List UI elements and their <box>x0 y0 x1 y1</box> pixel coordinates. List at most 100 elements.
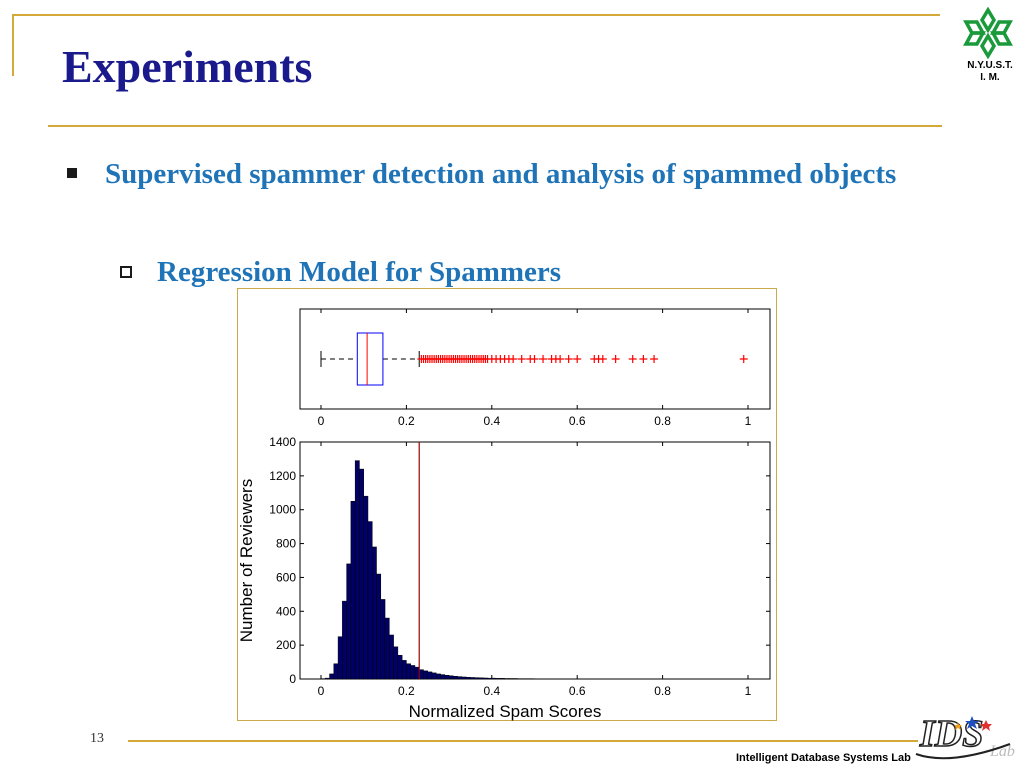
histogram-bar <box>325 677 330 680</box>
histogram-bar <box>504 678 510 680</box>
histogram-bar <box>363 495 369 680</box>
university-logo-text: N.Y.U.S.T. I. M. <box>952 60 1024 84</box>
boxplot-outlier-marker <box>556 355 565 363</box>
histogram-bar <box>354 460 360 680</box>
histogram-bar <box>427 671 433 680</box>
histogram-bar <box>410 665 416 680</box>
histogram-bar <box>444 675 450 680</box>
boxplot-outlier-marker <box>611 355 620 363</box>
histogram-x-tick-label: 0 <box>318 684 325 698</box>
histogram-bar <box>397 655 403 680</box>
boxplot-x-tick-label: 0.2 <box>398 414 415 428</box>
histogram-bar <box>448 675 454 680</box>
boxplot-outlier-marker <box>573 355 582 363</box>
histogram-bar <box>371 546 377 680</box>
histogram-bar <box>389 634 394 680</box>
histogram-bar <box>436 673 441 680</box>
histogram-bar <box>508 678 514 680</box>
university-logo-icon <box>963 6 1013 60</box>
histogram-bar <box>414 666 420 680</box>
logo-text-line1: N.Y.U.S.T. <box>967 60 1013 71</box>
boxplot-outlier-marker <box>564 355 573 363</box>
histogram-y-tick-label: 0 <box>289 672 296 686</box>
boxplot-box <box>356 332 384 386</box>
ids-logo-sub: Lab <box>989 743 1015 760</box>
histogram-bar <box>393 646 399 680</box>
boxplot-outlier-marker <box>739 355 748 363</box>
histogram-y-tick-label: 600 <box>276 570 296 584</box>
histogram-y-tick-label: 800 <box>276 537 296 551</box>
page-number: 13 <box>90 731 104 746</box>
top-rule <box>12 14 940 16</box>
ids-lab-logo-icon: IDS Lab <box>915 712 1015 760</box>
histogram-bar <box>465 677 471 680</box>
histogram-y-axis-label: Number of Reviewers <box>238 479 256 642</box>
histogram-bar <box>500 678 505 680</box>
page-title: Experiments <box>62 41 313 92</box>
boxplot-axes-frame <box>299 308 771 410</box>
boxplot-outlier-marker <box>530 355 539 363</box>
histogram-bar <box>384 617 390 680</box>
bullet-level1: Supervised spammer detection and analysi… <box>105 158 897 190</box>
boxplot-outlier-marker <box>539 355 548 363</box>
histogram-bar <box>418 669 424 680</box>
histogram-y-tick-label: 200 <box>276 638 296 652</box>
histogram-bar <box>346 563 352 680</box>
boxplot-x-tick-label: 0.8 <box>654 414 671 428</box>
histogram-bar <box>478 677 484 680</box>
histogram-bar <box>333 663 339 680</box>
histogram-x-tick-label: 0.6 <box>569 684 586 698</box>
histogram-bar <box>401 660 407 680</box>
histogram-bar <box>431 672 437 680</box>
histogram-bar <box>367 521 373 680</box>
histogram-bar <box>380 599 386 680</box>
histogram-bar <box>470 677 475 680</box>
histogram-bar <box>423 670 428 680</box>
boxplot-x-tick-label: 0 <box>318 414 325 428</box>
boxplot-outlier-marker <box>628 355 637 363</box>
histogram-y-tick-label: 1000 <box>269 503 296 517</box>
histogram-x-tick-label: 0.8 <box>654 684 671 698</box>
bullet-level2: Regression Model for Spammers <box>157 256 562 288</box>
histogram-bar <box>329 673 335 680</box>
boxplot-x-tick-label: 0.6 <box>569 414 586 428</box>
histogram-bar <box>440 674 446 680</box>
bullet-square-icon <box>67 168 77 178</box>
histogram-bar <box>337 636 343 680</box>
logo-text-line2: I. M. <box>980 72 1000 83</box>
boxplot-outlier-marker <box>650 355 659 363</box>
histogram-bar <box>491 677 497 680</box>
histogram-bar <box>487 677 493 680</box>
histogram-y-tick-label: 400 <box>276 604 296 618</box>
histogram-bar <box>474 677 480 680</box>
boxplot-x-tick-label: 0.4 <box>483 414 500 428</box>
chart-canvas: 0 0.2 0.4 0.6 0.8 1 0 200 400 600 800 1000 1200 1400 0… <box>238 308 771 721</box>
boxplot-outlier-marker <box>639 355 648 363</box>
histogram-x-tick-label: 0.4 <box>483 684 500 698</box>
histogram-bar <box>461 676 467 680</box>
histogram-bar <box>453 676 458 680</box>
histogram-y-tick-label: 1200 <box>269 469 296 483</box>
histogram-bar <box>483 677 488 680</box>
boxplot-outlier-marker <box>598 355 607 363</box>
boxplot-outlier-marker <box>517 355 526 363</box>
ids-logo-letters: IDS <box>919 713 983 755</box>
histogram-y-tick-label: 1400 <box>269 435 296 449</box>
histogram-x-tick-label: 1 <box>745 684 752 698</box>
title-underline <box>48 125 942 127</box>
boxplot-x-tick-label: 1 <box>745 414 752 428</box>
histogram-bar <box>406 663 411 680</box>
histogram-x-tick-label: 0.2 <box>398 684 415 698</box>
left-rule <box>12 14 14 76</box>
footer-rule <box>128 740 918 742</box>
histogram-bar <box>376 573 382 680</box>
boxplot-outlier-marker <box>509 355 518 363</box>
histogram-bar <box>512 678 518 680</box>
figure-frame: 0 0.2 0.4 0.6 0.8 1 0 200 400 600 800 1000 1200 1400 0… <box>237 288 777 721</box>
histogram-bar <box>457 676 463 680</box>
histogram-bar <box>495 678 501 680</box>
histogram-bar <box>350 501 356 680</box>
bullet-hollow-square-icon <box>120 266 132 278</box>
histogram-bar <box>359 468 364 680</box>
histogram-bar <box>342 600 347 680</box>
